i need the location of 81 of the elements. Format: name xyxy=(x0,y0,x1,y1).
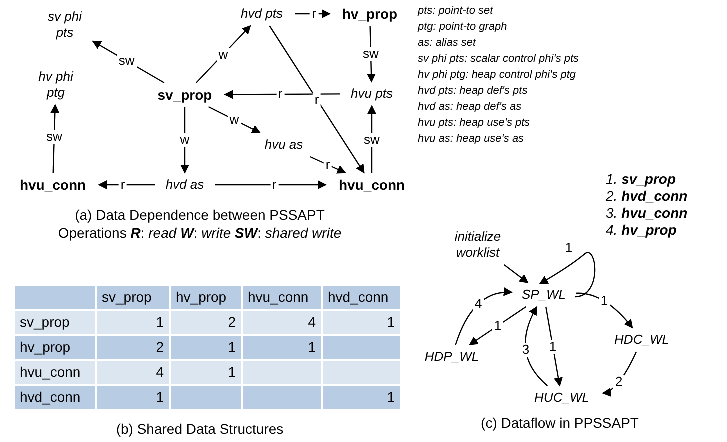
edge-label: w xyxy=(216,48,230,62)
row-header: hvd_conn xyxy=(15,386,97,411)
arrow xyxy=(368,105,376,173)
edge-label: 3 xyxy=(520,343,532,358)
edge-label: sw xyxy=(44,130,64,144)
table-cell: 4 xyxy=(97,361,171,386)
legend-text: hvd as: heap def's as xyxy=(418,101,522,114)
arrow xyxy=(310,156,346,174)
table-cell: 4 xyxy=(243,311,323,336)
table-cell: 1 xyxy=(323,311,402,336)
list-item: 3. hvu_conn xyxy=(606,205,688,222)
column-header: sv_prop xyxy=(97,286,171,311)
arrow xyxy=(196,25,252,84)
edge-label: r xyxy=(312,92,322,106)
worklist-label: SP_WL xyxy=(515,286,573,304)
arrow xyxy=(524,306,548,386)
edge-label: 1 xyxy=(563,241,575,255)
edge-label: sw xyxy=(362,132,382,146)
data-label: hvu as xyxy=(258,136,310,154)
table-cell: 1 xyxy=(171,361,243,386)
operation-label: sv_prop xyxy=(148,86,222,104)
edge-label: 1 xyxy=(492,319,504,333)
edge-label: sw xyxy=(361,47,381,61)
arrow xyxy=(180,107,190,174)
list-item: 4. hv_prop xyxy=(606,222,677,239)
legend-text: hvu as: heap use's as xyxy=(418,133,524,146)
list-item: 1. sv_prop xyxy=(606,171,676,188)
arrow xyxy=(455,288,513,346)
row-header: hv_prop xyxy=(15,336,97,361)
table-cell: 2 xyxy=(171,311,243,336)
legend-text: as: alias set xyxy=(418,37,476,50)
data-label: hvd pts xyxy=(232,5,292,23)
column-header: hv_prop xyxy=(171,286,243,311)
edge-label: 1 xyxy=(547,340,559,354)
table-cell: 1 xyxy=(171,336,243,361)
column-header: hvd_conn xyxy=(323,286,402,311)
legend-text: sv phi pts: scalar control phi's pts xyxy=(418,53,580,66)
arrow xyxy=(224,90,340,100)
arrow xyxy=(539,252,596,298)
arrow xyxy=(215,180,327,190)
arrow xyxy=(295,10,331,18)
data-label: hvu pts xyxy=(343,85,401,103)
table-cell: 1 xyxy=(97,311,171,336)
row-header: sv_prop xyxy=(15,311,97,336)
legend-text: ptg: point-to graph xyxy=(418,21,508,34)
list-item: 2. hvd_conn xyxy=(606,188,688,205)
arrow xyxy=(98,180,155,190)
legend-text: hvd pts: heap def's pts xyxy=(418,85,528,98)
edge-label: 2 xyxy=(613,375,625,390)
arrow xyxy=(576,292,634,329)
worklist-label: HDC_WL xyxy=(604,331,680,349)
legend-text: hvu pts: heap use's pts xyxy=(418,117,530,130)
operation-label: hv_prop xyxy=(333,5,407,23)
table-cell: 1 xyxy=(97,386,171,411)
annotation-text: initialize worklist xyxy=(446,228,510,262)
operation-label: hvu_conn xyxy=(329,176,415,194)
arrow xyxy=(269,26,365,174)
legend-text: hv phi ptg: heap control phi's ptg xyxy=(418,69,576,82)
data-label: hvd as xyxy=(158,176,212,194)
edge-label: 1 xyxy=(598,294,610,308)
caption: (c) Dataflow in PPSSAPT xyxy=(480,414,640,432)
arrow xyxy=(469,306,527,346)
worklist-label: HDP_WL xyxy=(414,348,490,366)
table-cell: 1 xyxy=(243,336,323,361)
caption: (b) Shared Data Structures xyxy=(115,420,285,438)
edge-label: w xyxy=(228,113,242,127)
data-label: hv phi ptg xyxy=(32,68,80,102)
edge-label: w xyxy=(178,133,192,147)
worklist-label: HUC_WL xyxy=(524,389,600,407)
legend-text: pts: point-to set xyxy=(418,5,494,18)
operation-label: hvu_conn xyxy=(10,176,96,194)
arrow xyxy=(504,264,529,284)
table-cell: 2 xyxy=(97,336,171,361)
caption: (a) Data Dependence between PSSAPT Operations R: read W: write SW: shared write xyxy=(57,206,343,242)
table-cell: 1 xyxy=(323,386,402,411)
column-header: hvu_conn xyxy=(243,286,323,311)
data-label: sv phi pts xyxy=(40,8,90,42)
row-header: hvu_conn xyxy=(15,361,97,386)
edge-label: sw xyxy=(116,54,137,68)
edge-label: 4 xyxy=(473,297,484,312)
arrow xyxy=(50,104,60,174)
